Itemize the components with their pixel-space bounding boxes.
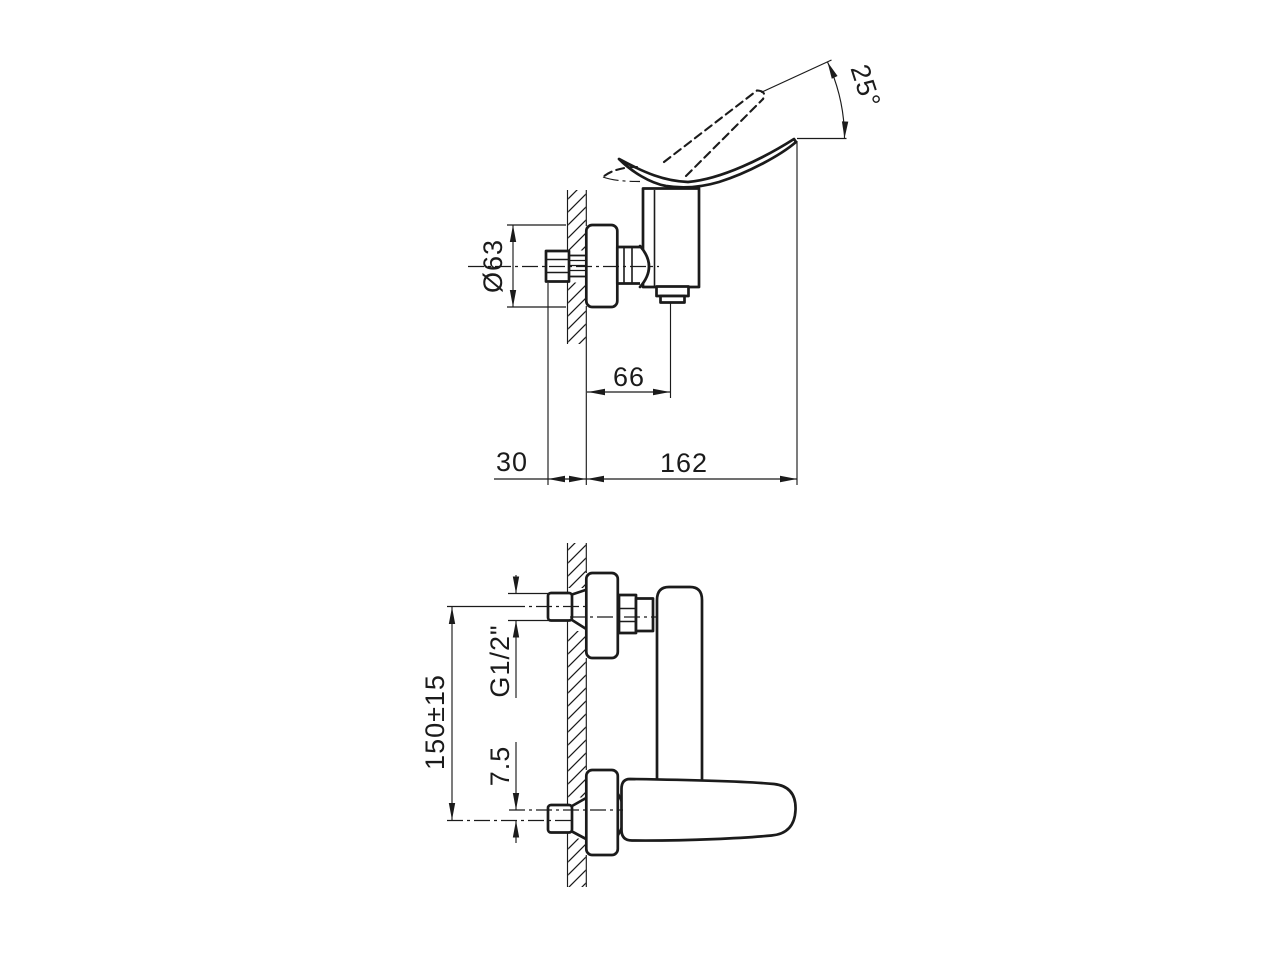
bottom-flange xyxy=(584,768,620,857)
dim-flange-diameter: Ø63 xyxy=(478,239,508,293)
dashed-handle-edge xyxy=(662,89,759,164)
arrowhead xyxy=(587,475,604,483)
arrowhead xyxy=(509,225,517,242)
wall-hatch xyxy=(568,631,586,798)
front-view: 150±15 G1/2" 7.5 xyxy=(420,543,797,887)
thread-lines xyxy=(569,259,587,272)
arrowhead xyxy=(841,121,849,139)
handle-open-position-dashed xyxy=(601,89,766,183)
connector-facets xyxy=(623,247,633,284)
outlet-collar xyxy=(655,285,690,298)
top-flange xyxy=(584,571,620,660)
thread-extension-lines xyxy=(508,592,549,622)
dashed-handle-left-edge xyxy=(602,176,641,183)
arrowhead xyxy=(512,620,520,638)
dashed-handle-edge xyxy=(684,97,765,178)
arrowhead xyxy=(512,820,520,838)
dim-wall-union-depth: 30 xyxy=(496,447,528,477)
angle-inclined-line xyxy=(760,59,832,94)
connector xyxy=(634,597,655,633)
hex-facets xyxy=(619,607,636,623)
eccentric-union-top xyxy=(570,588,589,631)
dim-thread-size: G1/2" xyxy=(485,624,515,697)
arrowhead xyxy=(548,475,565,483)
wall-hatch xyxy=(568,282,586,344)
dim-inlet-spacing: 150±15 xyxy=(420,674,450,770)
dim-total-projection: 162 xyxy=(660,448,708,478)
bottom-inlet xyxy=(546,796,589,841)
arrowhead xyxy=(653,388,670,396)
wall-hatch xyxy=(568,838,586,887)
hex-facets xyxy=(546,258,569,274)
wall-hatch xyxy=(568,190,586,251)
dashed-handle-left-tip xyxy=(601,165,639,179)
hex-connector xyxy=(615,245,645,285)
arrowhead xyxy=(448,607,456,624)
arrowhead xyxy=(588,388,605,396)
arrowhead xyxy=(512,576,520,594)
front-view-dimensions: 150±15 G1/2" 7.5 xyxy=(420,575,656,843)
wall-section-side xyxy=(566,190,587,345)
lever-handle-side xyxy=(617,137,798,189)
dim-outlet-offset: 66 xyxy=(613,362,645,392)
top-hex-connector xyxy=(617,593,655,635)
eccentric-union-bottom xyxy=(570,796,589,841)
aerator xyxy=(659,294,686,304)
dia63-extension-lines xyxy=(507,224,566,308)
arrowhead xyxy=(512,793,520,810)
mixer-body-front xyxy=(655,585,704,781)
hex-nut xyxy=(617,593,638,635)
arrowhead xyxy=(827,62,838,79)
arrowhead xyxy=(509,290,517,307)
connector-body xyxy=(615,245,645,285)
arrowhead xyxy=(448,803,456,820)
lever-handle-front xyxy=(620,777,797,842)
dashed-handle-tip xyxy=(755,89,766,101)
body-outline xyxy=(641,187,701,289)
wall-hatch xyxy=(568,543,586,588)
inlet-pipe-bottom xyxy=(546,803,574,834)
boss-arc xyxy=(638,244,651,289)
wall-section-front xyxy=(566,543,587,887)
arrowhead xyxy=(569,475,586,483)
mixer-body-side xyxy=(638,187,701,304)
arrowhead xyxy=(780,475,797,483)
dim-eccentric-offset: 7.5 xyxy=(485,746,515,787)
